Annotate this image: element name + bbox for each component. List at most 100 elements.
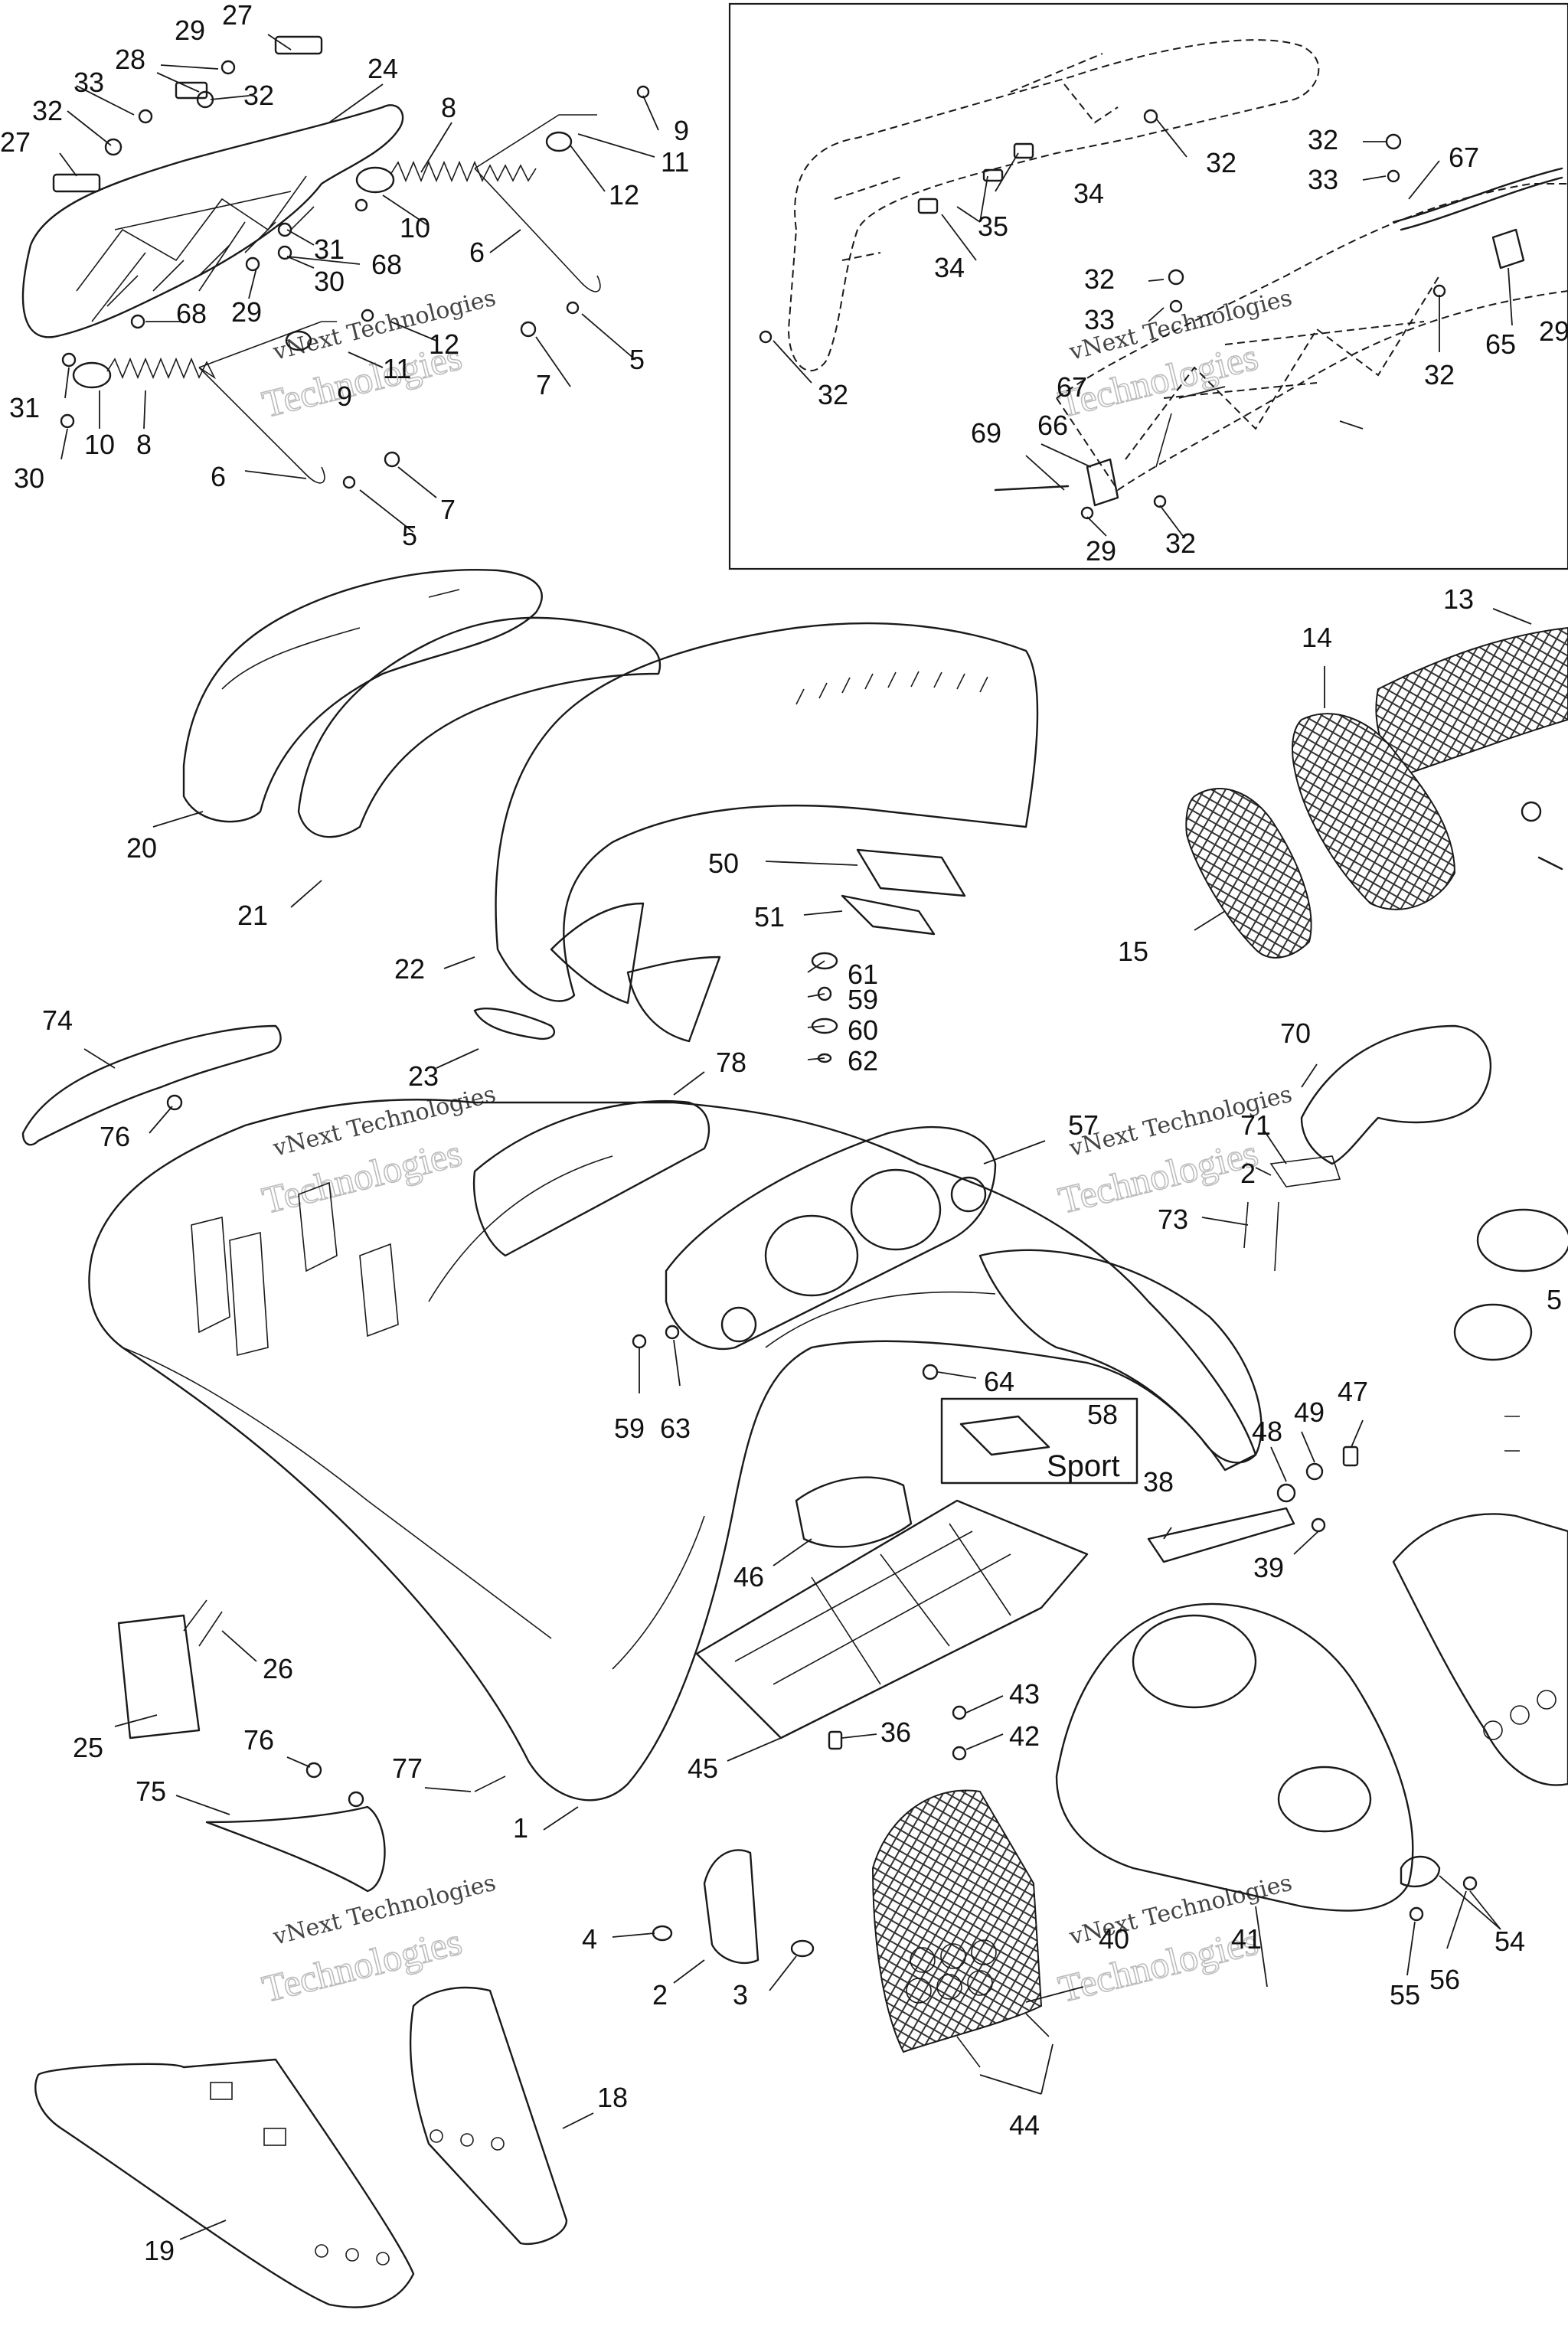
callout-c-24: 24 — [368, 53, 398, 84]
dashed-bumper-outline — [787, 39, 1320, 372]
callout-c-68a: 68 — [371, 249, 402, 280]
callout-c-26: 26 — [263, 1653, 293, 1684]
callout-c-32g: 32 — [1424, 359, 1455, 390]
callout-c-15: 15 — [1118, 936, 1148, 967]
callout-c-48: 48 — [1252, 1416, 1282, 1447]
callout-c-34a: 34 — [1073, 178, 1104, 209]
callout-c-32f: 32 — [1084, 263, 1115, 295]
callout-c-18: 18 — [597, 2082, 628, 2113]
tray-ribs — [734, 1523, 1011, 1685]
washer-55 — [1409, 1906, 1424, 1922]
leader-lines — [59, 34, 1532, 2240]
washer-76b — [305, 1762, 322, 1779]
decal-bar — [959, 1415, 1050, 1456]
holes — [315, 2129, 505, 2265]
bracket-38 — [1147, 1507, 1295, 1563]
cap-12b — [285, 330, 312, 351]
callout-c-43: 43 — [1009, 1678, 1040, 1710]
screw-39 — [1311, 1517, 1326, 1533]
silencer-41 — [1055, 1602, 1414, 1912]
callout-c-32a: 32 — [32, 95, 63, 126]
inner-panel-lh — [550, 902, 645, 1004]
shock-spring-8b — [72, 357, 217, 389]
mirror-70 — [1300, 1024, 1492, 1165]
callout-c-60: 60 — [848, 1014, 878, 1046]
stack-fasteners-59-62 — [811, 952, 838, 1063]
bracket-28 — [175, 81, 208, 100]
callout-c-22: 22 — [394, 953, 425, 985]
callout-c-59a: 59 — [848, 984, 878, 1015]
washer-4 — [652, 1925, 673, 1942]
callout-c-33b: 33 — [1308, 164, 1338, 195]
callout-c-67a: 67 — [1449, 142, 1479, 173]
callout-c-36: 36 — [880, 1717, 911, 1748]
hood-22-vents — [795, 671, 988, 705]
callout-c-7a: 7 — [536, 369, 551, 400]
screws-44 — [956, 2013, 1050, 2068]
screw-right-top — [1537, 856, 1563, 871]
hood-panel-21 — [297, 616, 661, 838]
callout-c-50: 50 — [708, 848, 739, 879]
callout-c-61: 61 — [848, 959, 878, 990]
callout-c-9a: 9 — [674, 115, 689, 146]
callout-c-44: 44 — [1009, 2109, 1040, 2141]
callout-c-32b: 32 — [243, 80, 274, 111]
callout-c-6a: 6 — [469, 237, 485, 268]
hood-vents-left — [191, 1181, 399, 1357]
cap-12a — [545, 131, 573, 152]
inset-border — [728, 2, 1568, 570]
callout-c-32e: 32 — [1308, 124, 1338, 155]
washer-42 — [952, 1746, 967, 1761]
callout-c-10a: 10 — [400, 212, 430, 243]
callout-c-25: 25 — [73, 1732, 103, 1763]
callout-c-72: 2 — [1240, 1158, 1256, 1189]
callout-c-30b: 30 — [14, 462, 44, 494]
callout-c-47: 47 — [1338, 1376, 1368, 1407]
side-wing-right — [978, 1249, 1263, 1464]
side-grilles — [1185, 626, 1568, 959]
callout-c-77: 77 — [392, 1753, 423, 1784]
callout-c-33a: 33 — [74, 67, 104, 98]
callout-c-30a: 30 — [314, 266, 345, 297]
callout-c-11b: 11 — [383, 353, 411, 384]
callout-c-38: 38 — [1143, 1466, 1174, 1498]
callout-c-64: 64 — [984, 1366, 1014, 1397]
callout-c-45: 45 — [688, 1753, 718, 1784]
callout-c-8a: 8 — [441, 92, 456, 123]
callout-c-74: 74 — [42, 1004, 73, 1036]
callout-c-5a: 5 — [629, 344, 645, 375]
callout-c-76b: 76 — [243, 1724, 274, 1756]
side-panel-rh — [1392, 1513, 1568, 1786]
bracket-65 — [1491, 228, 1525, 270]
callout-c-12a: 12 — [609, 179, 639, 211]
tray-45 — [695, 1499, 1089, 1740]
inset-frame-detail — [728, 2, 1568, 570]
callout-c-68b: 68 — [176, 298, 207, 329]
callout-c-62: 62 — [848, 1045, 878, 1076]
callout-c-8b: 8 — [136, 429, 152, 460]
bar-23 — [473, 1008, 556, 1040]
bracket-38-group — [1147, 1446, 1359, 1563]
clip-right-top — [1521, 801, 1542, 822]
slot-a — [210, 2082, 233, 2100]
gauge-left — [764, 1214, 859, 1297]
callout-c-76a: 76 — [100, 1121, 130, 1152]
knob-3 — [790, 1939, 815, 1958]
main-hood-outline — [88, 1099, 1257, 1802]
callout-c-29d: 29 — [1086, 535, 1116, 567]
callout-c-46: 46 — [733, 1561, 764, 1592]
inset-fasteners — [759, 109, 1446, 520]
intake-opening-lower — [1277, 1766, 1372, 1833]
callout-c-12b: 12 — [429, 328, 459, 360]
sport-decal-box: Sport — [940, 1397, 1138, 1485]
nut-76c — [348, 1791, 364, 1808]
grab-handle-74 — [21, 1024, 282, 1146]
left-lower-trim — [117, 1599, 506, 1893]
callout-c-71: 71 — [1240, 1109, 1271, 1141]
grille-14 — [1292, 713, 1456, 910]
callout-c-39: 39 — [1253, 1552, 1284, 1583]
callout-c-31b: 31 — [9, 392, 40, 423]
trim-75 — [205, 1805, 386, 1893]
hood-20-details — [221, 589, 460, 690]
skid-plate-18 — [409, 1986, 568, 2246]
